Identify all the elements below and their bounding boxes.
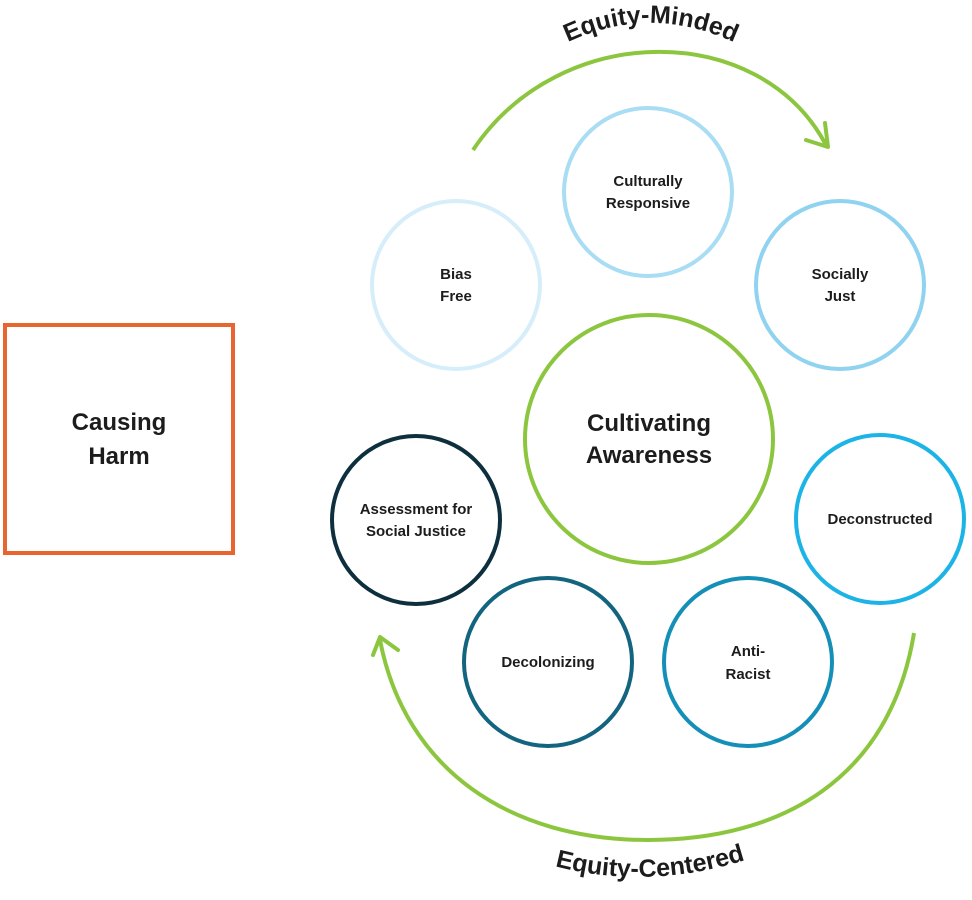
socially-just-line-2: Just: [825, 288, 856, 305]
anti-racist-circle: Anti- Racist: [662, 576, 834, 748]
center-line-1: Cultivating: [587, 410, 711, 437]
bias-free-circle: Bias Free: [370, 199, 542, 371]
causing-harm-line-1: Causing: [72, 409, 167, 436]
causing-harm-box: Causing Harm: [3, 323, 235, 555]
equity-minded-label: Equity-Minded: [559, 1, 743, 48]
assessment-social-justice-circle: Assessment for Social Justice: [330, 434, 502, 606]
culturally-responsive-line-1: Culturally: [613, 173, 683, 190]
socially-just-line-1: Socially: [812, 266, 869, 283]
culturally-responsive-line-2: Responsive: [606, 195, 690, 212]
bias-free-line-1: Bias: [440, 266, 472, 283]
bias-free-line-2: Free: [440, 288, 472, 305]
assessment-social-justice-line-2: Social Justice: [366, 523, 466, 540]
assessment-social-justice-line-1: Assessment for: [360, 501, 473, 518]
deconstructed-circle: Deconstructed: [794, 433, 966, 605]
arrowhead-icon: [804, 121, 830, 149]
anti-racist-line-2: Racist: [725, 666, 770, 683]
arrowhead-icon: [371, 635, 400, 657]
culturally-responsive-circle: Culturally Responsive: [562, 106, 734, 278]
causing-harm-line-2: Harm: [88, 443, 149, 470]
cultivating-awareness-circle: Cultivating Awareness: [523, 313, 775, 565]
anti-racist-line-1: Anti-: [731, 643, 765, 660]
deconstructed-label: Deconstructed: [827, 511, 932, 528]
equity-minded-arc: Equity-Minded: [471, 1, 830, 152]
socially-just-circle: Socially Just: [754, 199, 926, 371]
decolonizing-label: Decolonizing: [501, 654, 594, 671]
center-line-2: Awareness: [586, 442, 712, 469]
equity-centered-label: Equity-Centered: [553, 839, 747, 883]
decolonizing-circle: Decolonizing: [462, 576, 634, 748]
